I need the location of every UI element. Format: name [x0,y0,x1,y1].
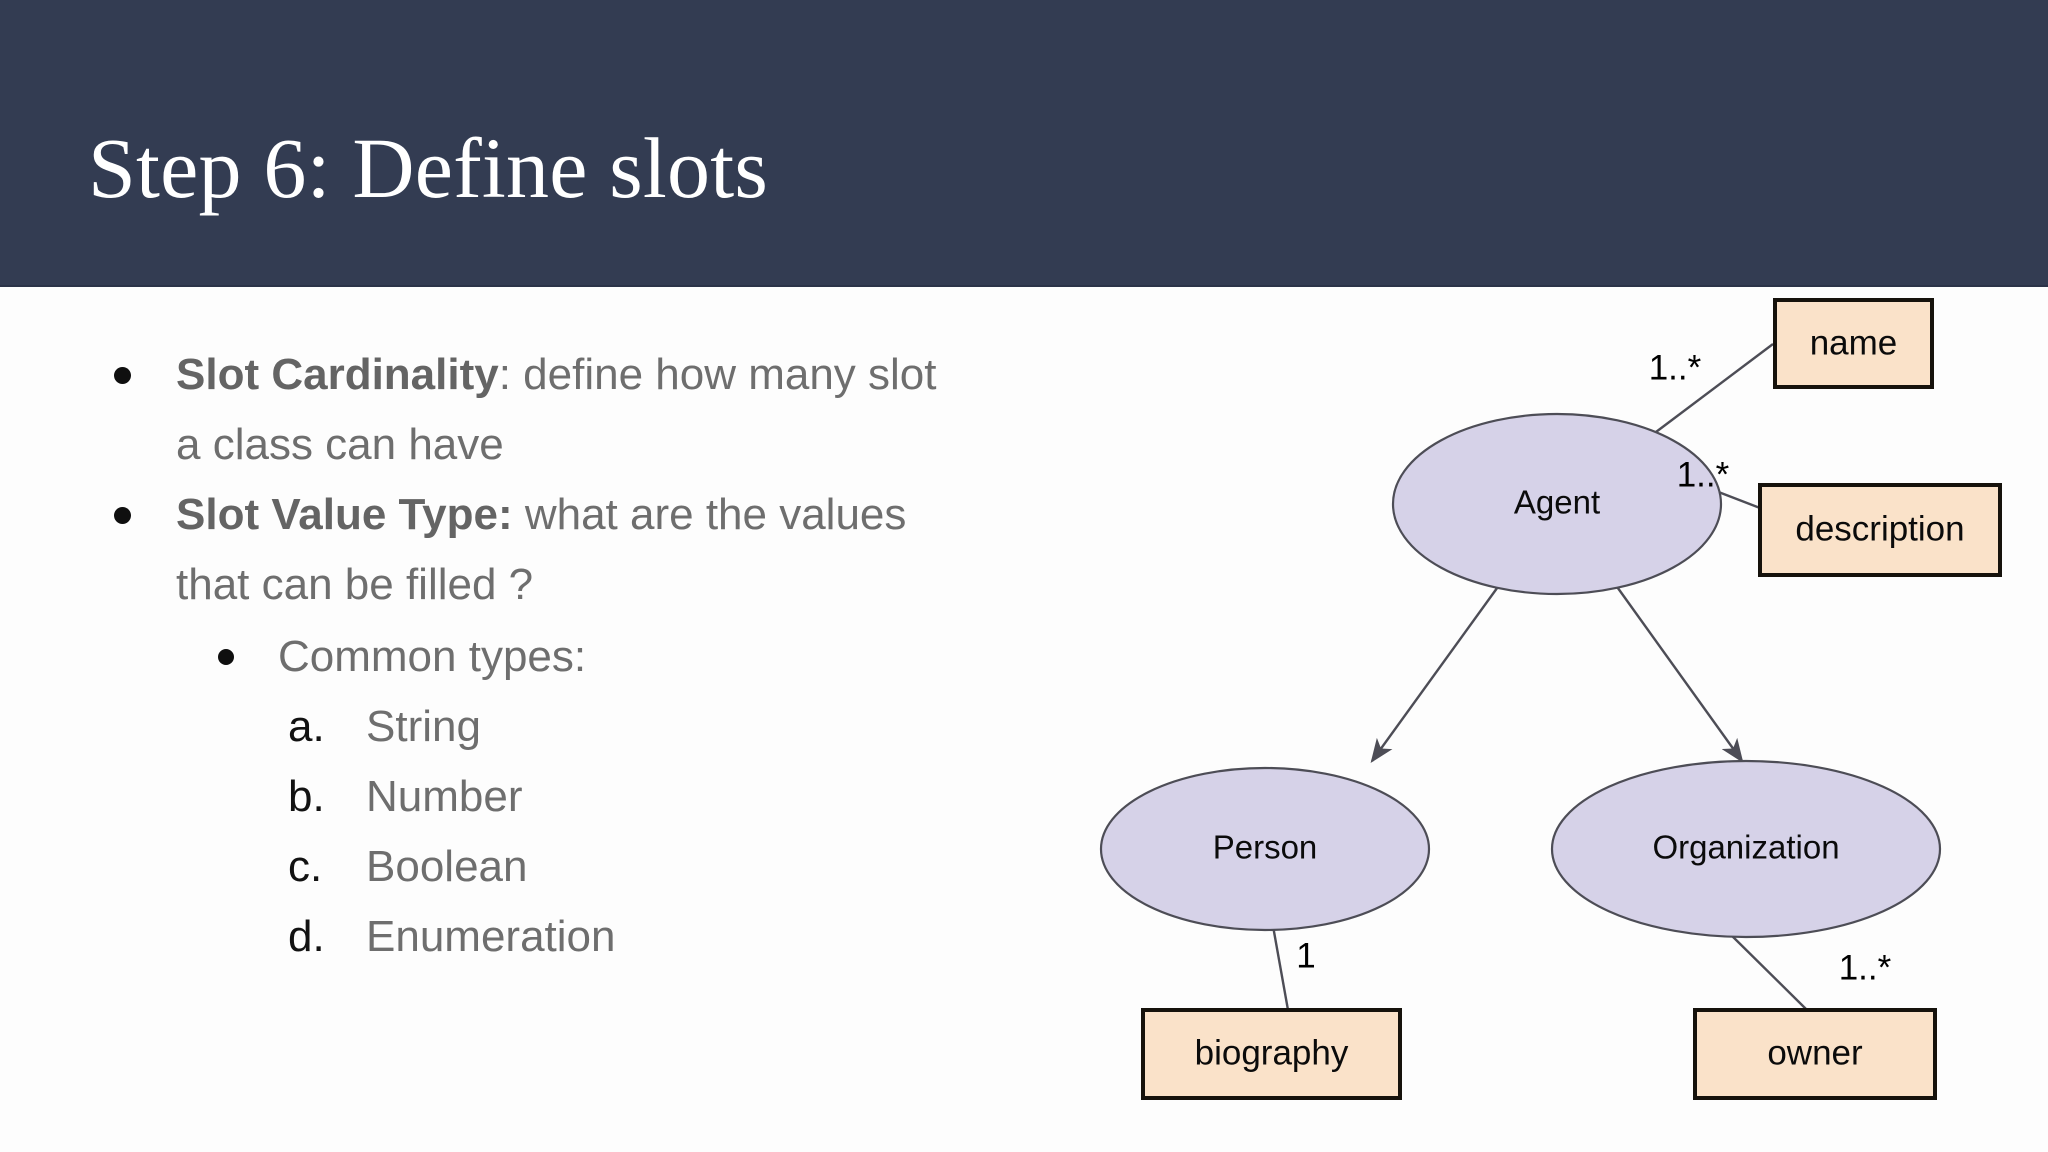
class-node-label: Organization [1652,829,1839,866]
attribute-box-name[interactable]: name [1773,298,1934,389]
bullet-item-slot-value-type: Slot Value Type: what are the values tha… [88,480,968,620]
list-item-label: Boolean [366,842,528,891]
attribute-box-owner[interactable]: owner [1693,1008,1937,1100]
list-marker: c. [288,842,323,891]
attribute-box-rect [1758,483,2002,577]
list-marker: b. [288,772,325,821]
cardinality-label-agent-description: 1..* [1677,455,1730,494]
list-item-label: String [366,702,481,751]
list-item-boolean: c. Boolean [88,832,968,902]
bullet-dot-icon [114,507,131,524]
class-node-label: Agent [1514,484,1600,521]
list-marker: a. [288,702,325,751]
bullet-body-text: what are the values that can be filled ? [176,490,907,609]
bullet-dot-icon [114,367,131,384]
list-marker: d. [288,912,325,961]
attribute-label: name [1810,323,1898,362]
class-node-label: Person [1213,829,1318,866]
attribute-box-biography[interactable]: biography [1141,1008,1402,1100]
bullet-item-slot-cardinality: Slot Cardinality: define how many slot a… [88,340,968,480]
attribute-box-rect [1693,1008,1937,1100]
edge-agent-name [1651,343,1774,436]
edge-person-biography [1271,925,1290,1011]
class-node-person[interactable]: Person [1099,766,1431,932]
attribute-box-rect [1773,298,1934,389]
title-bar [0,0,2048,287]
bullet-dot-icon [218,649,234,665]
list-item-label: Number [366,772,523,821]
bullet-strong-text: Slot Cardinality [176,350,499,399]
attribute-label: description [1795,509,1964,548]
list-item-enumeration: d. Enumeration [88,902,968,972]
cardinality-label-agent-name: 1..* [1649,348,1702,387]
page-title: Step 6: Define slots [88,120,768,216]
list-item-string: a. String [88,692,968,762]
bullet-body-text: : define how many slot a class can have [176,350,937,469]
class-node-agent[interactable]: Agent [1391,412,1723,596]
class-node-shape [1099,766,1431,932]
class-node-shape [1550,759,1942,939]
bullet-strong-text: Slot Value Type: [176,490,513,539]
attribute-box-rect [1141,1008,1402,1100]
list-item-number: b. Number [88,762,968,832]
sub-bullet-common-types: Common types: [88,622,968,692]
edge-organization-owner [1725,929,1808,1011]
list-item-label: Enumeration [366,912,616,961]
class-node-shape [1391,412,1723,596]
attribute-label: biography [1195,1033,1349,1072]
attribute-label: owner [1767,1033,1863,1072]
class-node-organization[interactable]: Organization [1550,759,1942,939]
title-bar-divider [0,285,2048,287]
attribute-box-description[interactable]: description [1758,483,2002,577]
cardinality-label-organization-owner: 1..* [1839,948,1892,987]
content-column: Slot Cardinality: define how many slot a… [88,340,968,972]
edge-agent-organization [1614,583,1744,763]
sub-bullet-label: Common types: [278,632,587,681]
edge-agent-person [1370,583,1501,763]
diagram-cardinality-labels: 1..* 1..* 1 1..* [1296,348,1891,987]
class-diagram: name description biography owner Agent [1020,287,2048,1152]
cardinality-label-person-biography: 1 [1296,936,1315,975]
